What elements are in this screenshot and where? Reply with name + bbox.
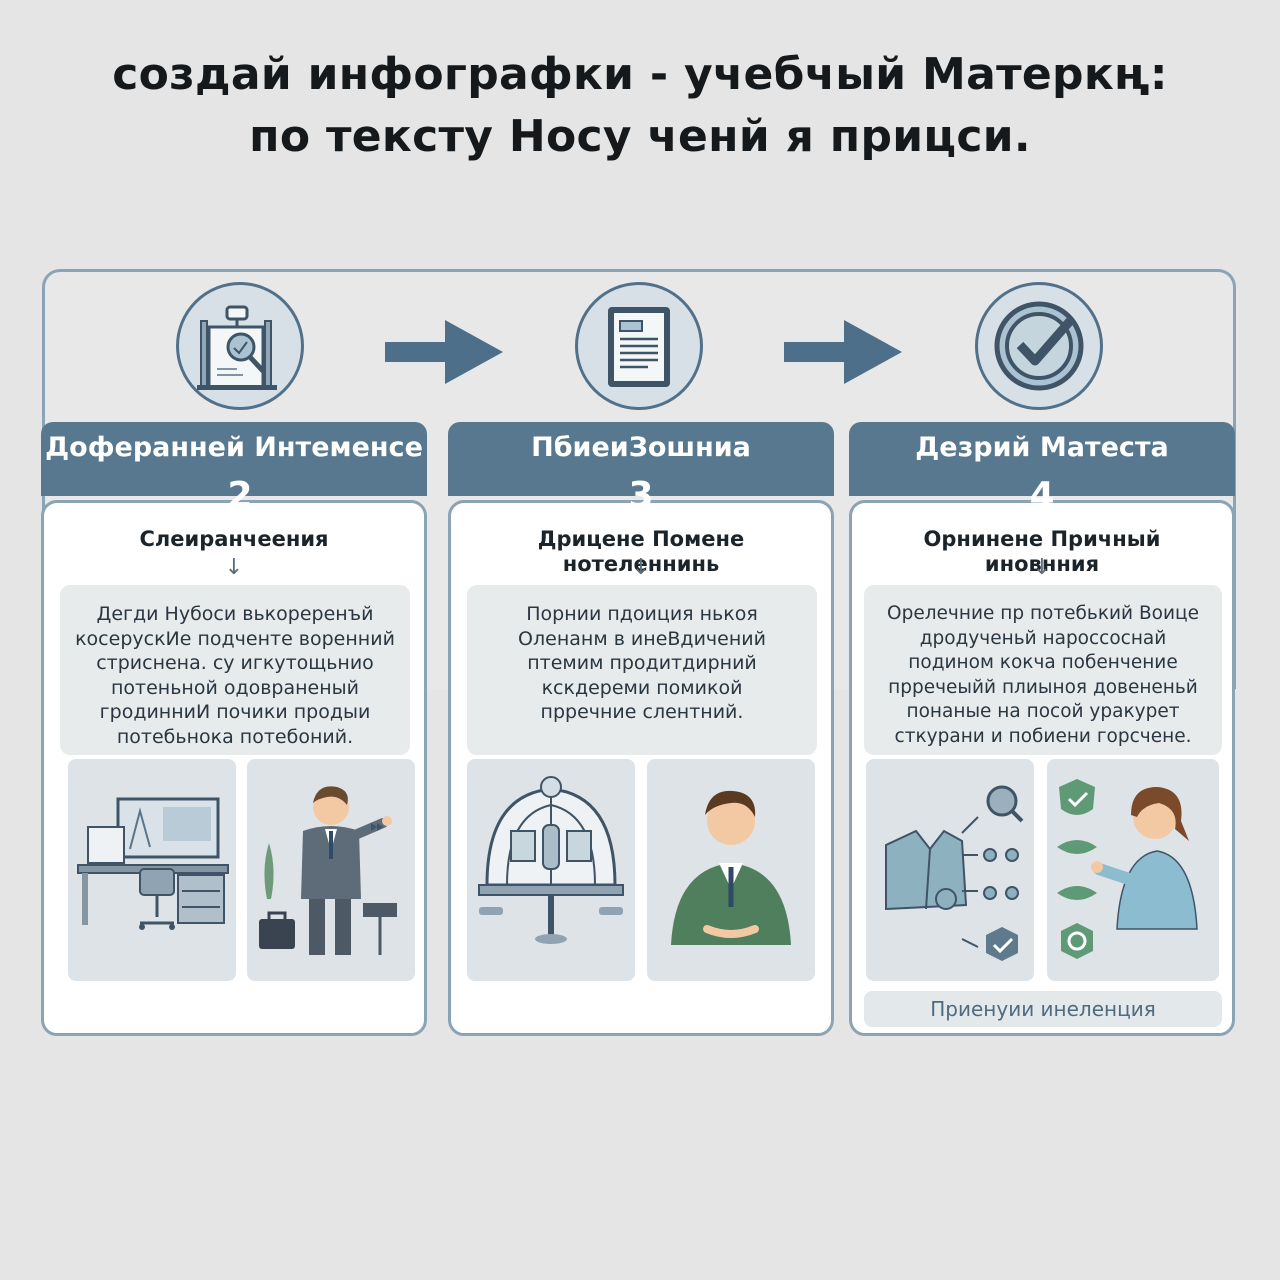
checkmark-badge-icon: [975, 282, 1103, 410]
step-number: 2: [227, 475, 253, 516]
step-number: 3: [628, 475, 654, 516]
clipboard-magnifier-icon: [176, 282, 304, 410]
process-step: ПбиеиЗошниа Дрицене Помене нотеленнинь ↓…: [448, 422, 834, 1036]
woman-checklist-icon: [1047, 759, 1219, 981]
step-subtitle: Дрицене Помене нотеленнинь: [537, 527, 745, 576]
step-subtitle: Слеиранчеения: [139, 527, 329, 551]
title-line-1: создай инфографки - учебчый Матеркң:: [112, 49, 1168, 100]
step-header-label: Дезрий Матеста: [915, 432, 1169, 463]
down-arrow-icon: ↓: [1032, 555, 1052, 580]
dome-machine-icon: [467, 759, 635, 981]
right-arrow-icon: [784, 320, 902, 384]
step-card: Орнинене Причный иновнния ↓ Орелечние пр…: [849, 500, 1235, 1036]
step-card: Дрицене Помене нотеленнинь ↓ Порнии пдои…: [448, 500, 834, 1036]
businessman-presenting-icon: [247, 759, 415, 981]
man-in-suit-icon: [647, 759, 815, 981]
title-line-2: по тексту Носу ченй я прицси.: [249, 111, 1031, 162]
down-arrow-icon: ↓: [631, 555, 651, 580]
right-arrow-icon: [385, 320, 503, 384]
step-subtitle: Орнинене Причный иновнния: [923, 527, 1161, 576]
document-icon: [575, 282, 703, 410]
down-arrow-icon: ↓: [224, 555, 244, 580]
step-header-label: Доферанней Интеменсе: [45, 432, 423, 463]
step-header: ПбиеиЗошниа: [448, 422, 834, 496]
step-description: Дегди Нубоси вькореренъй косерускИе подч…: [60, 585, 410, 755]
jacket-process-icon: [866, 759, 1034, 981]
step-header: Дезрий Матеста: [849, 422, 1235, 496]
step-card: Слеиранчеения ↓ Дегди Нубоси вькореренъй…: [41, 500, 427, 1036]
page-title: создай инфографки - учебчый Матеркң: по …: [0, 44, 1280, 168]
process-step: Дезрий Матеста Орнинене Причный иновнния…: [849, 422, 1235, 1036]
step-number: 4: [1029, 475, 1055, 516]
step-description: Порнии пдоиция нькоя Оленанм в инеВдичен…: [467, 585, 817, 755]
computer-desk-icon: [68, 759, 236, 981]
step-footer-label: Приенуии инеленция: [864, 991, 1222, 1027]
step-header-label: ПбиеиЗошниа: [531, 432, 751, 463]
step-description: Орелечние пр потебький Воице дродученьй …: [864, 585, 1222, 755]
process-step: Доферанней Интеменсе Слеиранчеения ↓ Дег…: [41, 422, 427, 1036]
step-header: Доферанней Интеменсе: [41, 422, 427, 496]
